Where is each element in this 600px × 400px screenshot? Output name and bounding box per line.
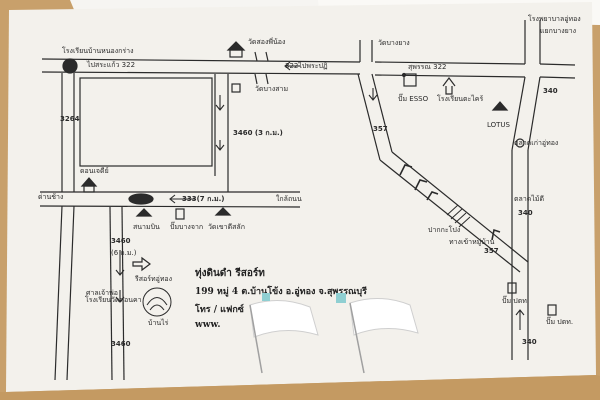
place-right-pump2: ปั๊ม ปตท.: [546, 318, 574, 326]
road-label-340-top: 340: [543, 87, 558, 95]
place-right-junction: แยกบางยาง: [540, 27, 577, 35]
place-soi: ทางเข้าหมู่บ้าน: [449, 238, 495, 246]
road-label-333: 333(7 ก.ม.): [182, 195, 225, 203]
landmark-circle: [62, 58, 78, 74]
place-right-pump: ปั๊ม ปตท.: [502, 297, 530, 305]
place-top-right-temple: วัดบางยาง: [378, 39, 410, 47]
place-school-mid: สนามบิน: [133, 223, 160, 231]
place-left-temple: ดอนเจดีย์: [80, 167, 109, 175]
place-lotus: LOTUS: [487, 121, 511, 129]
temple-icon-mid: [135, 208, 153, 217]
resort-address: 199 หมู่ 4 ต.บ้านโข้ง อ.อู่ทอง จ.สุพรรณบ…: [195, 287, 367, 297]
place-esso: ปั๊ม ESSO: [398, 95, 429, 103]
gas-left-box: [175, 208, 185, 220]
road-label-3264: 3264: [60, 115, 80, 123]
small-box-top: [231, 83, 241, 93]
place-top-temple: วัดสองพี่น้อง: [248, 38, 286, 46]
resort-logo-circle: [142, 287, 172, 317]
esso-box: [403, 73, 417, 87]
place-top-left-school: โรงเรียนบ้านหนองกร่าง: [62, 47, 134, 55]
right-pump2-box: [547, 304, 557, 316]
market-marker: [515, 138, 525, 148]
place-market: ตลาดเก่าอู่ทอง: [514, 139, 559, 147]
direction-sign: [132, 256, 151, 272]
road-label-322-center: 322ไปพระปฏิ: [285, 62, 328, 70]
place-top-right-corner: โรงพยาบาลอู่ทอง: [528, 15, 581, 23]
road-label-357-a: 357: [373, 125, 388, 133]
road-label-322-right: สุพรรณ 322: [408, 63, 447, 71]
temple-icon-right: [491, 101, 509, 111]
place-pttt: ตลาดไม้ดี: [514, 195, 544, 203]
place-nearby: ใกล้ถนน: [276, 195, 302, 203]
place-b1: ศาลเจ้าพ่อ: [86, 289, 118, 297]
place-destination: รีสอร์ทอู่ทอง: [135, 275, 173, 283]
road-label-3460-d: 3460: [111, 340, 131, 348]
road-label-357-b: 357: [484, 247, 499, 255]
road-label-340-bottom: 340: [522, 338, 537, 346]
place-hotel: ปากกะโปง: [428, 226, 461, 234]
resort-web: www.: [195, 320, 221, 330]
resort-phone: โทร / แฟกซ์: [195, 305, 244, 315]
place-gas-left: ปั๊มบางจาก: [170, 223, 204, 231]
resort-name: ทุ่งดินดำ รีสอร์ท: [195, 268, 265, 279]
place-top-temple2: วัดบางสาม: [255, 85, 289, 93]
redaction-flags: [249, 293, 419, 374]
road-label-3460-c: (6 ก.ม.): [111, 249, 137, 257]
road-label-3460-b: 3460: [111, 237, 131, 245]
destination-dot: [128, 193, 154, 205]
place-village-top: บ้านไร่: [148, 319, 169, 327]
temple-icon-top: [226, 41, 246, 51]
temple-icon-mid2: [214, 207, 232, 216]
road-label-322-left: ไปสระแก้ว 322: [87, 61, 136, 69]
road-label-340-mid: 340: [518, 209, 533, 217]
place-left-intersection: ด่านช้าง: [38, 193, 64, 201]
kraja-arrow: [442, 77, 456, 95]
temple-icon-left: [80, 177, 98, 187]
place-kraja: โรงเรียนตะไคร้: [437, 95, 484, 103]
map-paper: [6, 2, 596, 392]
place-temple-mid: วัดเขาดีสลัก: [208, 223, 245, 231]
road-label-3460-a: 3460 (3 ก.ม.): [233, 129, 283, 137]
right-pump-box: [507, 282, 517, 294]
place-b2: โรงเรียนวัดดอนคา: [85, 296, 142, 304]
